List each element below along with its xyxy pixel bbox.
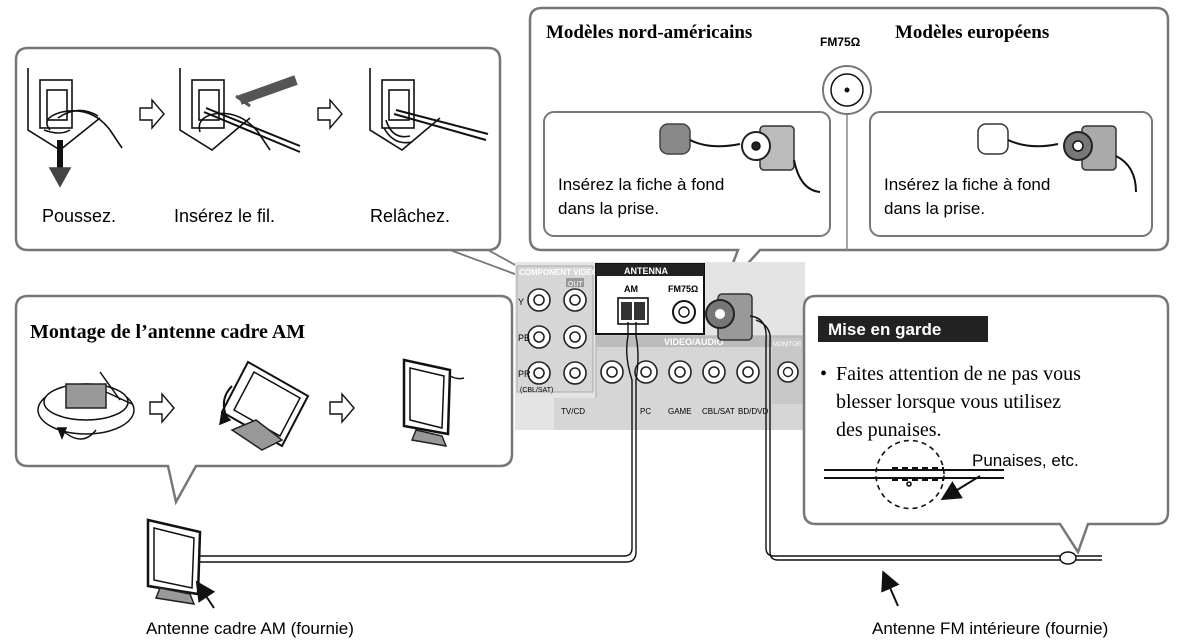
- release-step-illustration: [369, 68, 489, 151]
- component-video-label: COMPONENT VIDEO: [519, 268, 598, 277]
- push-label: Poussez.: [42, 206, 116, 226]
- pr-label: PR: [518, 369, 531, 379]
- input-label-cbl-sat: CBL/SAT: [702, 407, 735, 416]
- am-loop-attach-illustration: [219, 360, 310, 451]
- am-standing-loop-illustration: [402, 358, 465, 447]
- caution-line3: des punaises.: [836, 419, 942, 441]
- eu-models-title: Modèles européens: [895, 22, 1049, 43]
- caution-header-bg: [818, 316, 988, 342]
- release-label: Relâchez.: [370, 206, 450, 226]
- am-antenna-pointer: [195, 580, 216, 609]
- eu-instruction-line2: dans la prise.: [884, 199, 985, 218]
- input-label-game: GAME: [668, 407, 692, 416]
- am-mounting-title: Montage de l’antenne cadre AM: [30, 321, 305, 343]
- step-arrow-2: [317, 98, 343, 130]
- push-pin-pointer: [940, 475, 981, 501]
- caution-line1: Faites attention de ne pas vous: [836, 363, 1081, 385]
- wire-insertion-panel: Poussez. Insérez le fil. Relâchez.: [14, 46, 502, 252]
- fm-terminal-jack: [672, 300, 696, 324]
- na-instruction-line2: dans la prise.: [558, 199, 659, 218]
- fm-jack-label: FM75Ω: [820, 35, 861, 49]
- receiver-back-panel: COMPONENT VIDEO OUT Y PB PR (CBL/SAT) AN…: [515, 262, 808, 430]
- na-models-title: Modèles nord-américains: [546, 22, 752, 43]
- na-instruction-line1: Insérez la fiche à fond: [558, 175, 724, 194]
- am-terminal: [617, 297, 649, 325]
- step-arrow-1: [139, 98, 165, 130]
- am-step-arrow-2: [329, 392, 355, 424]
- na-plug-icon: [659, 123, 821, 193]
- fm-cable: [749, 315, 1102, 561]
- insert-step-illustration: [179, 68, 301, 153]
- out-label: OUT: [568, 281, 584, 288]
- fm-connection-panel: Modèles nord-américains Modèles européen…: [528, 6, 1170, 293]
- am-terminal-label: AM: [624, 284, 638, 294]
- fm-antenna-pointer: [881, 570, 900, 607]
- cbl-sat-small-label: (CBL/SAT): [520, 387, 553, 394]
- am-antenna-label: Antenne cadre AM (fournie): [146, 619, 354, 638]
- monitor-out-label: MONITOR O: [773, 342, 808, 348]
- push-step-illustration: [27, 68, 123, 188]
- eu-instruction-line1: Insérez la fiche à fond: [884, 175, 1050, 194]
- insert-label: Insérez le fil.: [174, 206, 275, 226]
- fm-terminal-label: FM75Ω: [668, 284, 698, 294]
- pb-label: PB: [518, 333, 530, 343]
- push-pin-label: Punaises, etc.: [972, 451, 1079, 470]
- input-label-tv-cd: TV/CD: [561, 407, 585, 416]
- am-mounting-panel: Montage de l’antenne cadre AM: [14, 294, 514, 506]
- caution-bullet: •: [820, 363, 827, 385]
- am-base-illustration: [37, 371, 135, 441]
- fm-cable-end: [1059, 551, 1077, 565]
- push-pin-illustration: [824, 439, 1004, 510]
- input-label-pc: PC: [640, 407, 651, 416]
- eu-plug-icon: [977, 123, 1137, 193]
- antenna-header: ANTENNA: [624, 266, 668, 276]
- caution-panel: Mise en garde • Faites attention de ne p…: [802, 294, 1170, 555]
- caution-header: Mise en garde: [828, 320, 941, 339]
- y-label: Y: [518, 297, 524, 307]
- video-audio-label: VIDEO/AUDIO: [664, 337, 724, 347]
- caution-line2: blesser lorsque vous utilisez: [836, 391, 1061, 413]
- input-label-bd-dvd: BD/DVD: [738, 407, 768, 416]
- am-step-arrow-1: [149, 392, 175, 424]
- am-loop-antenna-icon: [146, 518, 202, 605]
- fm-jack-icon: [822, 65, 872, 115]
- fm-antenna-label: Antenne FM intérieure (fournie): [872, 619, 1108, 638]
- am-cable: [200, 322, 639, 563]
